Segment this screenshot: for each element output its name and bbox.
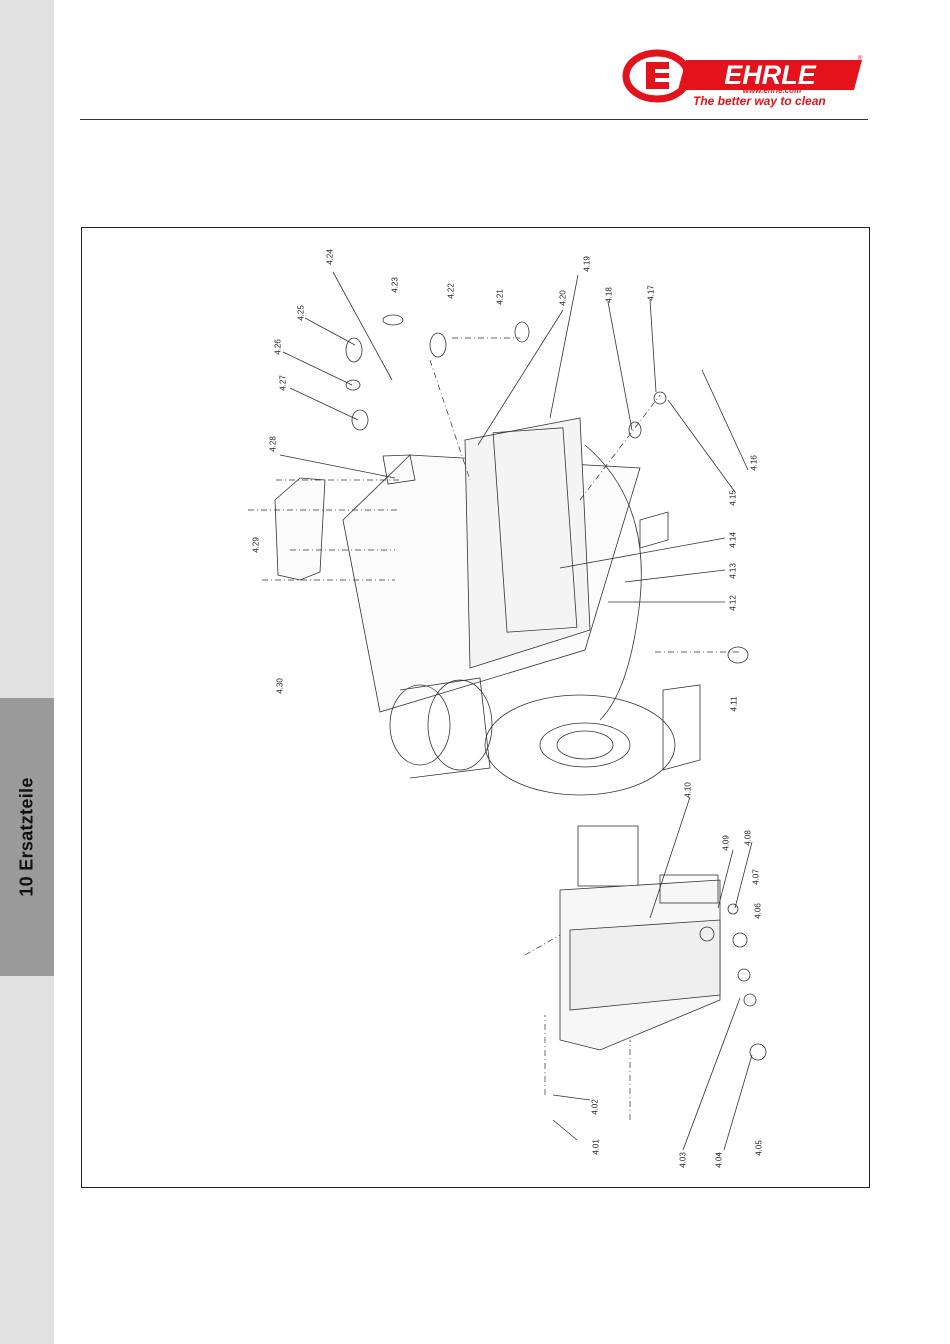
part-label-4-03: 4.03 [679,1152,688,1168]
part-label-4-20: 4.20 [559,290,568,306]
part-label-4-13: 4.13 [729,563,738,579]
part-label-4-22: 4.22 [447,283,456,299]
part-label-4-24: 4.24 [326,249,335,265]
part-label-4-15: 4.15 [729,490,738,506]
part-label-4-21: 4.21 [496,289,505,305]
part-label-4-29: 4.29 [252,537,261,553]
part-label-4-01: 4.01 [592,1139,601,1155]
part-label-4-19: 4.19 [583,256,592,272]
part-label-4-07: 4.07 [752,869,761,885]
part-label-4-25: 4.25 [297,305,306,321]
part-label-4-02: 4.02 [591,1099,600,1115]
part-label-4-09: 4.09 [722,835,731,851]
part-label-4-08: 4.08 [744,830,753,846]
part-label-4-16: 4.16 [750,455,759,471]
part-label-4-05: 4.05 [755,1140,764,1156]
part-label-4-11: 4.11 [730,697,739,712]
part-label-4-14: 4.14 [729,532,738,548]
part-label-4-30: 4.30 [276,678,285,694]
part-label-4-12: 4.12 [729,595,738,611]
part-label-4-04: 4.04 [715,1152,724,1168]
part-label-4-18: 4.18 [605,287,614,303]
part-label-4-27: 4.27 [279,375,288,391]
part-label-4-17: 4.17 [647,285,656,301]
part-label-4-23: 4.23 [391,277,400,293]
part-label-4-10: 4.10 [684,782,693,798]
part-label-4-26: 4.26 [274,339,283,355]
part-label-4-06: 4.06 [754,903,763,919]
part-label-4-28: 4.28 [269,436,278,452]
